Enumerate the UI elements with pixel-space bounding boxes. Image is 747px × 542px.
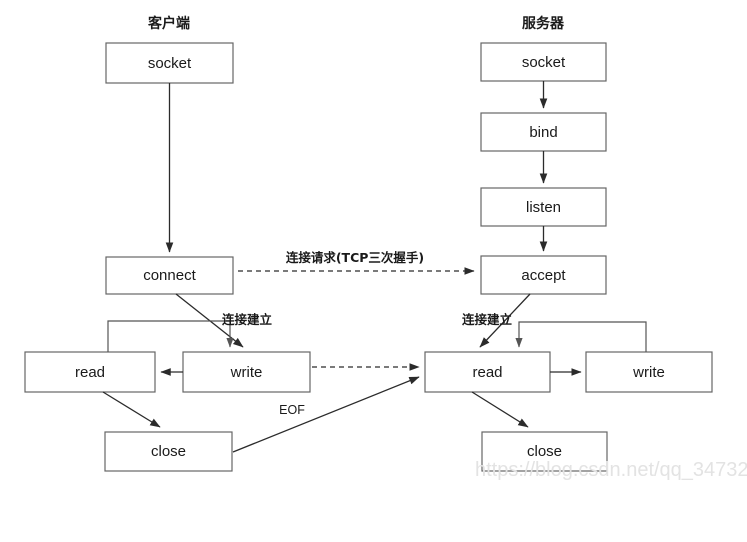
client-read-label: read xyxy=(75,364,105,381)
server-bind-label: bind xyxy=(529,124,557,141)
server-socket-box[interactable] xyxy=(480,42,607,82)
edge-server-write-loop-to-read xyxy=(515,321,647,352)
client-socket-box[interactable] xyxy=(105,42,234,84)
client-connect-box[interactable] xyxy=(105,256,234,295)
label-client-connection-established: 连接建立 xyxy=(222,312,273,327)
client-node-write[interactable]: write xyxy=(182,351,311,393)
server-node-write[interactable]: write xyxy=(585,351,713,393)
server-accept-label: accept xyxy=(521,267,566,284)
edge-server-accept-to-read xyxy=(479,293,531,348)
server-node-listen[interactable]: listen xyxy=(480,187,607,227)
server-node-bind[interactable]: bind xyxy=(480,112,607,152)
server-read-box[interactable] xyxy=(424,351,551,393)
client-read-box[interactable] xyxy=(24,351,156,393)
client-write-label: write xyxy=(230,364,263,381)
edge-server-read-to-close xyxy=(471,391,529,428)
label-server-connection-established: 连接建立 xyxy=(462,312,513,327)
server-write-box[interactable] xyxy=(585,351,713,393)
client-node-socket[interactable]: socket xyxy=(105,42,234,84)
server-close-label: close xyxy=(527,443,562,460)
client-column-title: 客户端 xyxy=(147,15,190,32)
label-connect-request: 连接请求(TCP三次握手) xyxy=(286,250,424,265)
server-write-label: write xyxy=(632,364,665,381)
client-node-read[interactable]: read xyxy=(24,351,156,393)
client-socket-label: socket xyxy=(148,55,192,72)
server-column-title: 服务器 xyxy=(522,15,565,32)
server-close-box[interactable] xyxy=(481,431,608,472)
watermark-text: https://blog.csdn.net/qq_34732729 xyxy=(475,459,747,481)
server-socket-label: socket xyxy=(522,54,566,71)
label-eof: EOF xyxy=(279,403,305,417)
client-node-connect[interactable]: connect xyxy=(105,256,234,295)
edge-client-read-loop-to-write xyxy=(107,320,234,352)
server-node-read[interactable]: read xyxy=(424,351,551,393)
client-node-close[interactable]: close xyxy=(104,431,233,472)
client-write-box[interactable] xyxy=(182,351,311,393)
server-listen-box[interactable] xyxy=(480,187,607,227)
edge-client-read-to-close xyxy=(102,391,161,428)
server-read-label: read xyxy=(472,364,502,381)
client-close-box[interactable] xyxy=(104,431,233,472)
edge-client-close-to-server-read-eof xyxy=(232,376,420,453)
server-listen-label: listen xyxy=(526,199,561,216)
server-accept-box[interactable] xyxy=(480,255,607,295)
client-close-label: close xyxy=(151,443,186,460)
server-node-socket[interactable]: socket xyxy=(480,42,607,82)
server-node-close[interactable]: close xyxy=(481,431,608,472)
server-node-accept[interactable]: accept xyxy=(480,255,607,295)
client-connect-label: connect xyxy=(143,267,196,284)
